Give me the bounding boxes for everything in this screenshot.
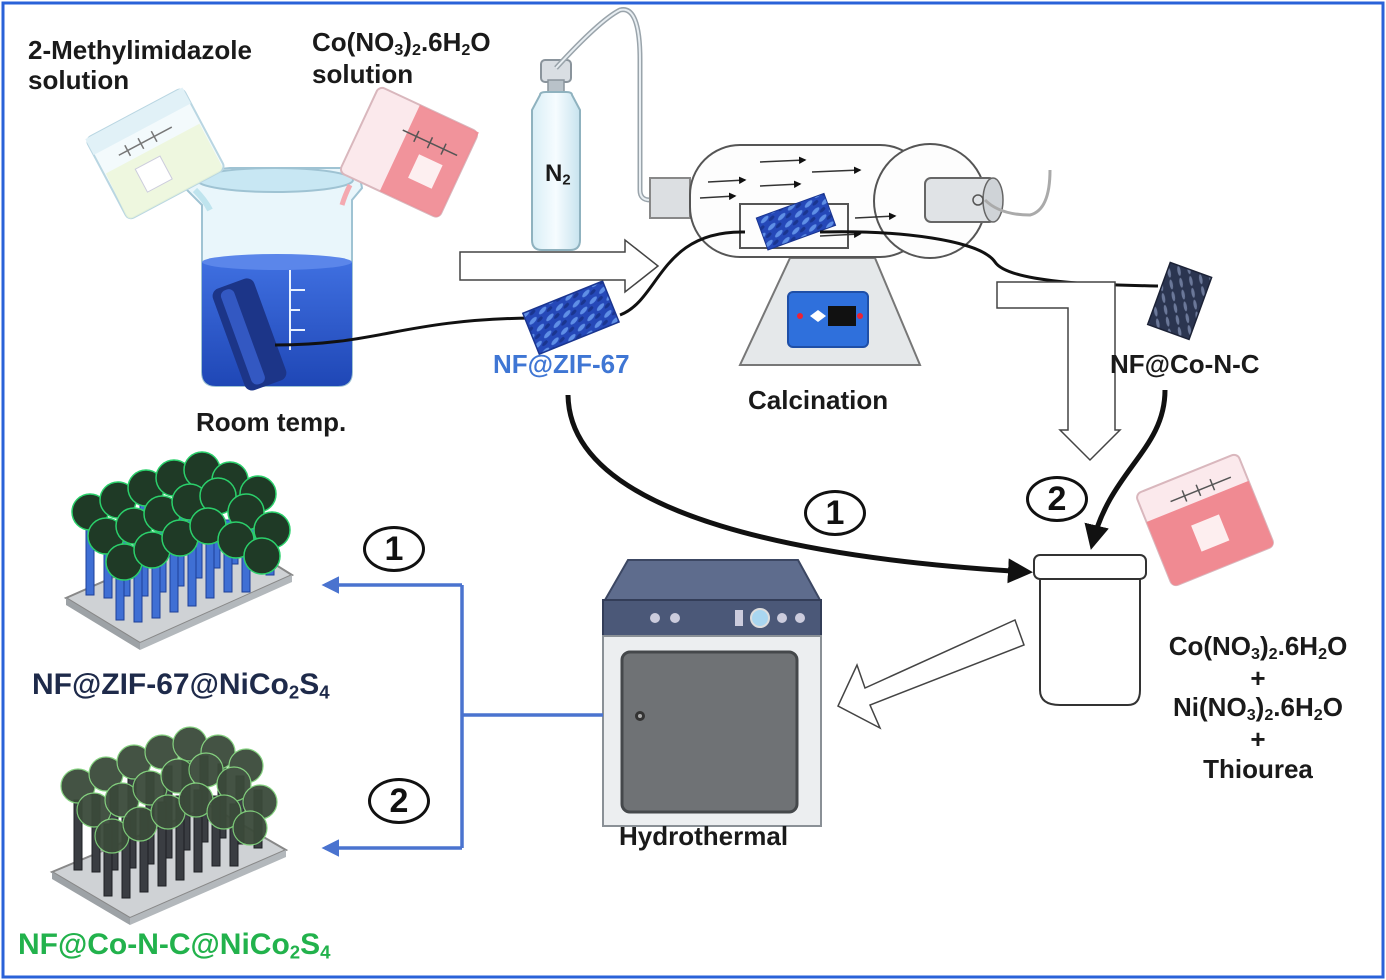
- cobalt-nitrate-beaker: [339, 86, 479, 218]
- beaker-illustration: [183, 167, 364, 391]
- nf-conc-foam: [1146, 261, 1213, 341]
- transfer-curve: [274, 316, 531, 347]
- label-n2: N2: [545, 160, 571, 189]
- product-1-array: [63, 451, 295, 650]
- label-nf-zif67: NF@ZIF-67: [493, 349, 630, 379]
- route-2-marker-top: 2: [1026, 476, 1088, 522]
- product-2-array: [49, 726, 289, 925]
- label-room-temp: Room temp.: [196, 407, 347, 437]
- flow-arrow-to-reactor: [996, 281, 1122, 462]
- hydrothermal-oven: [602, 559, 822, 827]
- label-hydrothermal: Hydrothermal: [619, 821, 789, 851]
- n2-gas-cylinder: [531, 7, 651, 251]
- label-calcination: Calcination: [748, 385, 889, 415]
- label-nf-conc: NF@Co-N-C: [1110, 349, 1260, 379]
- flow-arrow-to-furnace: [459, 238, 660, 294]
- label-precursors: Co(NO3)2.6H2O + Ni(NO3)2.6H2O + Thiourea: [1168, 631, 1348, 784]
- route-2-marker-bracket: 2: [368, 778, 430, 824]
- label-product-2: NF@Co-N-C@NiCo2S4: [18, 928, 331, 963]
- tube-furnace: [649, 143, 1052, 366]
- label-product-1: NF@ZIF-67@NiCo2S4: [32, 668, 330, 703]
- route-1-arrow: [565, 394, 1033, 584]
- reactor-container: [1033, 554, 1147, 706]
- precursor-beaker: [1136, 453, 1274, 587]
- route-1-marker-top: 1: [804, 490, 866, 536]
- product-bracket: [321, 576, 603, 857]
- 2-methylimidazole-beaker: [85, 87, 225, 220]
- flow-arrow-to-oven: [837, 618, 1025, 730]
- nf-zif67-foam: [521, 280, 621, 356]
- route-1-marker-bracket: 1: [363, 526, 425, 572]
- route-2-arrow: [1084, 389, 1168, 550]
